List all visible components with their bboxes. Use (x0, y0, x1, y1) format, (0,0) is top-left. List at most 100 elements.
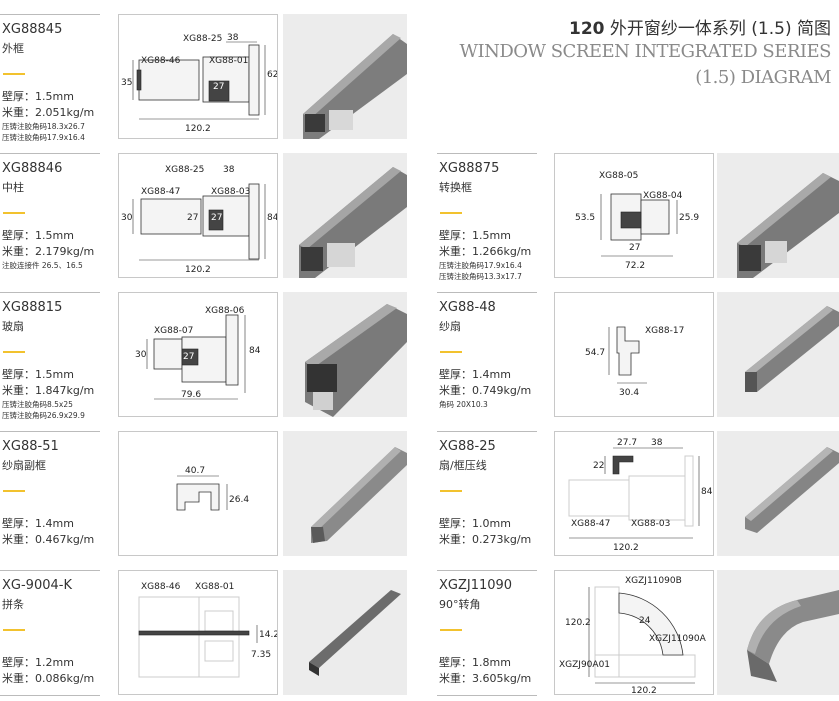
spec-note: 压铸注胶角码26.9x29.9 (2, 411, 85, 420)
wall-thickness: 壁厚：1.4mm (439, 368, 511, 381)
profile-code: XG88-48 (439, 300, 496, 315)
unit-weight: 米重：0.086kg/m (2, 672, 95, 685)
dim-label: XG88-01 (195, 582, 234, 592)
profile-code: XG88875 (439, 161, 500, 176)
dim-label: 84 (249, 346, 261, 356)
divider (0, 695, 100, 696)
profile-diagram: XG88-25 38 XG88-47 XG88-03 30 27 27 84 1… (118, 153, 279, 278)
profile-row-xg88845: XG88845 外框 壁厚：1.5mm 米重：2.051kg/m 压铸注胶角码1… (0, 14, 420, 142)
profile-row-xg-9004-k: XG-9004-K 拼条 壁厚：1.2mm 米重：0.086kg/m XG88-… (0, 570, 420, 695)
profile-name: 玻扇 (2, 320, 24, 333)
dim-label: XG88-01 (209, 56, 248, 66)
dim-label: XG88-25 (183, 34, 222, 44)
dim-label: XGZJ90A01 (559, 660, 610, 670)
wall-thickness: 壁厚：1.5mm (2, 90, 74, 103)
profile-diagram: XG88-06 XG88-07 30 27 84 79.6 (118, 292, 278, 417)
profile-row-xg88-48: XG88-48 纱扇 壁厚：1.4mm 米重：0.749kg/m 角码 20X1… (437, 292, 839, 417)
profile-name: 扇/框压线 (439, 459, 487, 472)
profile-diagram: XG88-46 XG88-01 14.2 7.35 (118, 570, 279, 695)
profile-photo (717, 153, 839, 278)
dim-label: XG88-46 (141, 56, 181, 66)
profile-name: 纱扇 (439, 320, 461, 333)
profile-code: XGZJ11090 (439, 578, 513, 593)
spec-note: 压铸注胶角码8.5x25 (2, 400, 73, 409)
dim-label: 120.2 (613, 543, 639, 553)
profile-info: XG88-51 纱扇副框 壁厚：1.4mm 米重：0.467kg/m (0, 431, 100, 557)
unit-weight: 米重：1.847kg/m (2, 384, 95, 397)
profile-code: XG88-51 (2, 439, 59, 454)
accent-bar (440, 351, 462, 353)
dim-label: 120.2 (565, 618, 591, 628)
profile-info: XG88-25 扇/框压线 壁厚：1.0mm 米重：0.273kg/m (437, 431, 537, 557)
profile-name: 中柱 (2, 181, 24, 194)
dim-label: 27 (629, 243, 640, 253)
profile-info: XG88875 转换框 壁厚：1.5mm 米重：1.266kg/m 压铸注胶角码… (437, 153, 539, 282)
dim-label: 84 (701, 487, 713, 497)
profile-photo (283, 153, 407, 278)
profile-photo (283, 570, 407, 695)
dim-label: 14.2 (259, 630, 277, 640)
accent-bar (440, 490, 462, 492)
unit-weight: 米重：3.605kg/m (439, 672, 532, 685)
dim-label: XGZJ11090A (649, 634, 707, 644)
dim-label: 26.4 (229, 495, 249, 505)
profile-specs: 壁厚：1.2mm 米重：0.086kg/m (2, 655, 94, 687)
dim-label: XG88-46 (141, 582, 181, 592)
dim-label: XG88-03 (211, 187, 250, 197)
accent-bar (440, 212, 462, 214)
dim-label: 27.7 (617, 438, 637, 448)
dim-label: 24 (639, 616, 651, 626)
spec-note: 角码 20X10.3 (439, 400, 488, 409)
dim-label: 30 (135, 350, 147, 360)
wall-thickness: 壁厚：1.8mm (439, 656, 511, 669)
accent-bar (3, 212, 25, 214)
profile-diagram: XG88-17 54.7 30.4 (554, 292, 714, 417)
spec-note: 压铸注胶角码17.9x16.4 (439, 261, 522, 270)
dim-label: 53.5 (575, 213, 595, 223)
wall-thickness: 壁厚：1.5mm (2, 229, 74, 242)
dim-label: XG88-47 (571, 519, 610, 529)
profile-row-xg88-25: XG88-25 扇/框压线 壁厚：1.0mm 米重：0.273kg/m 27.7… (437, 431, 839, 556)
dim-label: 120.2 (185, 265, 211, 275)
title-en-line1: WINDOW SCREEN INTEGRATED SERIES (459, 41, 831, 62)
wall-thickness: 壁厚：1.0mm (439, 517, 511, 530)
profile-code: XG88815 (2, 300, 63, 315)
title-en-line2: (1.5) DIAGRAM (695, 67, 831, 88)
spec-note: 压铸注胶角码17.9x16.4 (2, 133, 85, 142)
profile-info: XG-9004-K 拼条 壁厚：1.2mm 米重：0.086kg/m (0, 570, 100, 696)
profile-row-xg88846: XG88846 中柱 壁厚：1.5mm 米重：2.179kg/m 注胶连接件 2… (0, 153, 420, 278)
dim-label: 62 (267, 70, 277, 80)
unit-weight: 米重：1.266kg/m (439, 245, 532, 258)
dim-label: 72.2 (625, 261, 645, 271)
profile-specs: 壁厚：1.0mm 米重：0.273kg/m (439, 516, 531, 548)
spec-note: 压铸注胶角码18.3x26.7 (2, 122, 85, 131)
profile-specs: 壁厚：1.5mm 米重：2.051kg/m 压铸注胶角码18.3x26.7 压铸… (2, 89, 94, 143)
profile-specs: 壁厚：1.5mm 米重：1.266kg/m 压铸注胶角码17.9x16.4 压铸… (439, 228, 539, 282)
dim-label: 30 (121, 213, 133, 223)
profile-photo (717, 431, 839, 556)
profile-code: XG88-25 (439, 439, 496, 454)
dim-label: XG88-07 (154, 326, 193, 336)
unit-weight: 米重：0.467kg/m (2, 533, 95, 546)
profile-specs: 壁厚：1.5mm 米重：1.847kg/m 压铸注胶角码8.5x25 压铸注胶角… (2, 367, 94, 421)
title-zh: 120 外开窗纱一体系列 (1.5) 简图 (568, 19, 831, 39)
profile-code: XG88846 (2, 161, 63, 176)
profile-photo (717, 292, 839, 417)
dim-label: 35 (121, 78, 132, 88)
profile-diagram: XGZJ11090B 120.2 24 XGZJ11090A XGZJ90A01… (554, 570, 714, 696)
dim-label: XG88-04 (643, 191, 683, 201)
dim-label: 30.4 (619, 388, 639, 398)
profile-info: XGZJ11090 90°转角 壁厚：1.8mm 米重：3.605kg/m (437, 570, 537, 696)
dim-label: 120.2 (185, 124, 211, 134)
wall-thickness: 壁厚：1.4mm (2, 517, 74, 530)
dim-label: XG88-03 (631, 519, 670, 529)
dim-label: XGZJ11090B (625, 576, 682, 586)
profile-diagram: 40.7 26.4 (118, 431, 278, 556)
dim-label: XG88-25 (165, 165, 204, 175)
dim-label: 38 (651, 438, 663, 448)
dim-label: 120.2 (631, 686, 657, 694)
dim-label: 79.6 (181, 390, 201, 400)
unit-weight: 米重：2.051kg/m (2, 106, 95, 119)
divider (437, 695, 537, 696)
dim-label: 27 (183, 352, 194, 362)
